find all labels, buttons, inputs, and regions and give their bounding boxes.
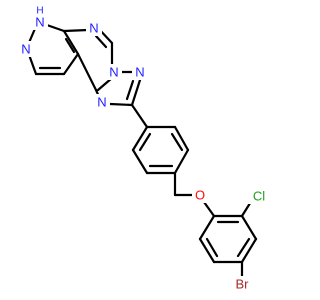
bond [240,237,258,264]
molecule-svg: N H N N N N N O Cl Br [18,5,270,292]
atom-n-h: N [35,15,44,30]
bond [108,102,134,107]
atom-o: O [195,188,205,203]
bond [62,28,90,33]
bond [64,37,76,54]
atom-n-pyrimidine: N [89,21,98,36]
bond [170,132,184,152]
bond [173,125,190,152]
bond-layer [26,22,258,278]
atom-n-pyrazole: N [21,42,30,57]
bond [125,79,135,101]
bond [76,52,98,92]
bond [198,237,216,264]
bond [236,237,251,258]
bond [240,214,258,241]
bond [205,237,219,258]
atom-br: Br [236,277,250,292]
atom-n-triazole-top: N [135,65,144,80]
atom-n-triazole-left: N [97,95,106,110]
bond [130,103,149,129]
molecule-structure: N H N N N N N O Cl Br [18,5,270,292]
bond [62,52,80,76]
atom-h: H [36,6,43,17]
atom-cl: Cl [253,189,265,204]
bond [62,29,80,56]
bond [173,148,190,175]
bond [131,125,149,152]
atom-label-layer: N H N N N N N O Cl Br [18,6,270,292]
bond [131,148,149,175]
bond [130,78,142,107]
atom-n-bridge: N [109,65,118,80]
bond [198,214,216,241]
bond [202,200,216,218]
bond [138,132,152,152]
bond [94,34,108,49]
